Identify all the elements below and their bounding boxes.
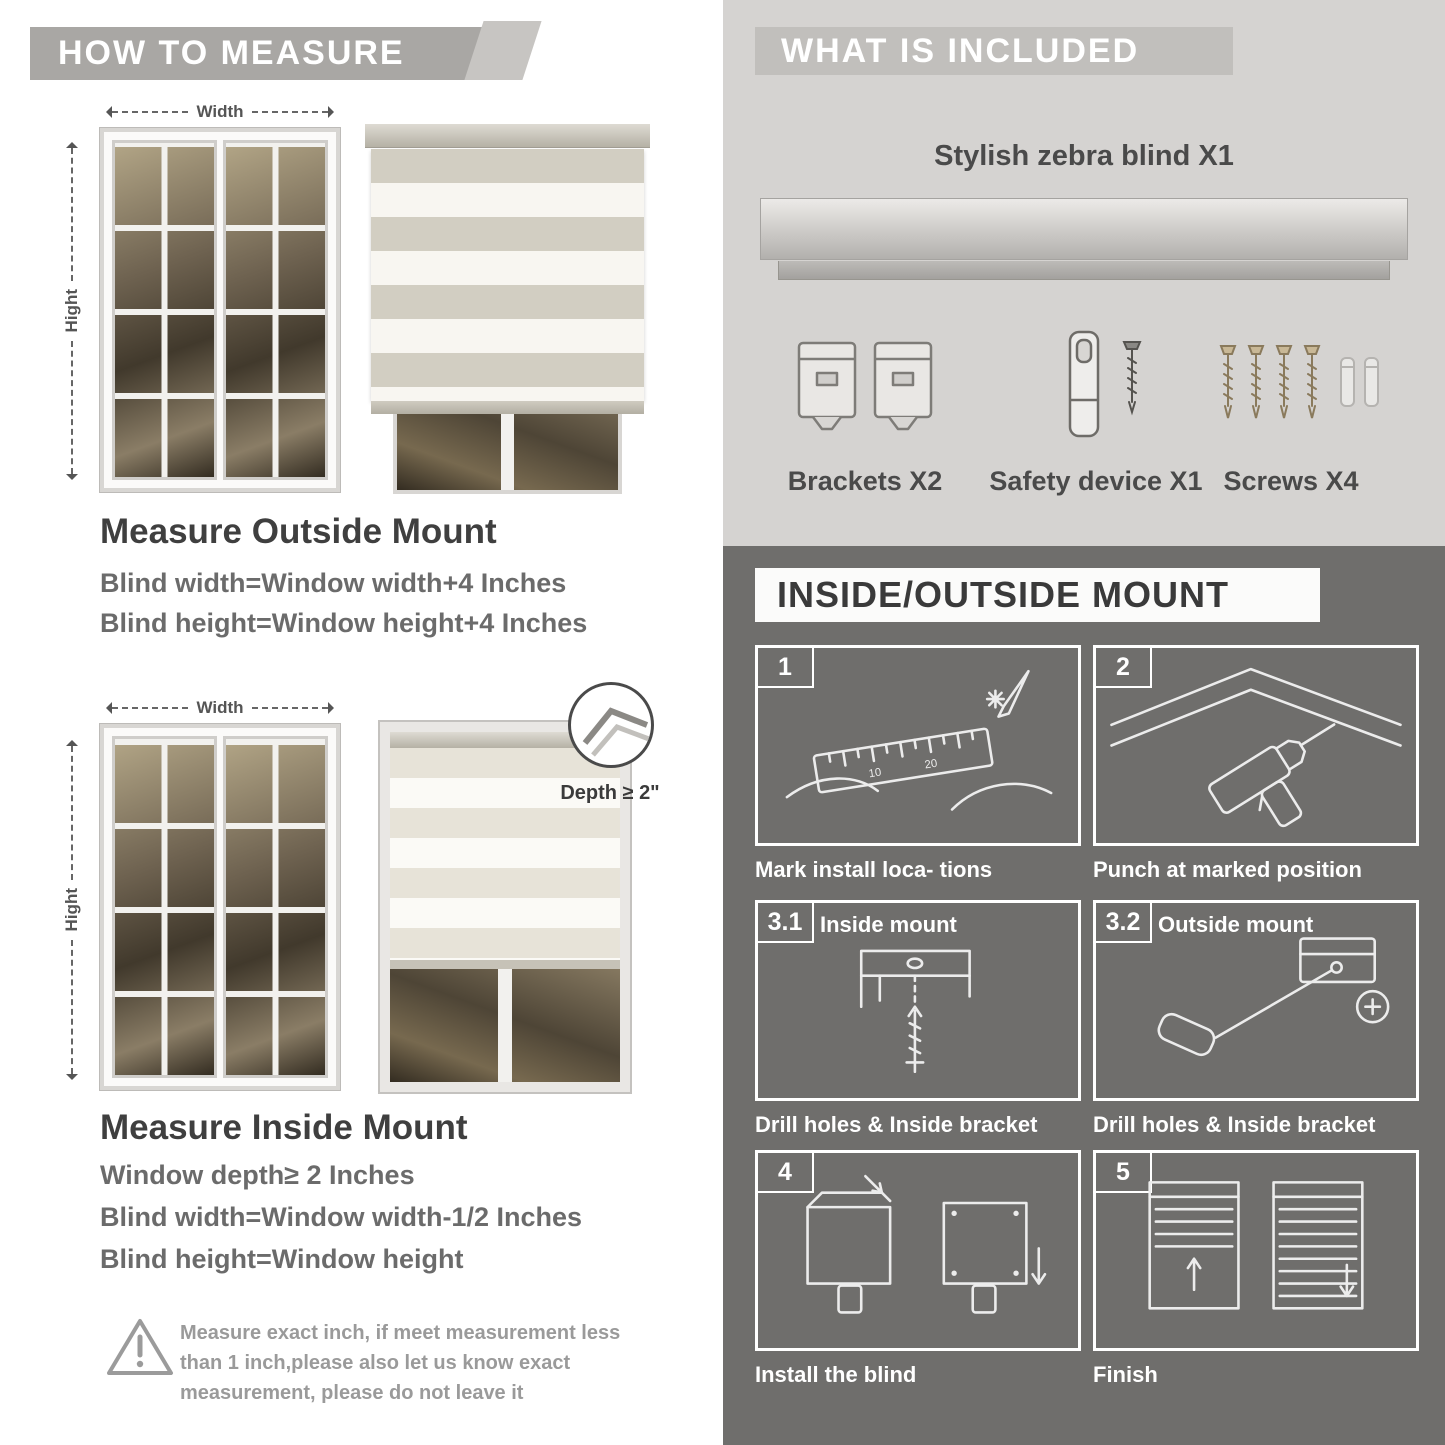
width-arrow-inside: Width: [100, 698, 340, 718]
drill-illustration: [1110, 667, 1402, 828]
depth-label: Depth ≥ 2": [560, 782, 660, 804]
step-3-1-caption: Drill holes & Inside bracket: [755, 1112, 1038, 1137]
install-blind-illustration: [806, 1174, 1047, 1314]
window-sash: [223, 736, 328, 1078]
inside-bracket-illustration: [859, 949, 971, 1074]
outside-bracket-illustration: [1157, 937, 1390, 1057]
what-is-included-title: WHAT IS INCLUDED: [781, 31, 1140, 70]
zebra-blind-cassette-illustration: [760, 198, 1408, 260]
brackets-label: Brackets X2: [787, 466, 943, 496]
arrow-left-icon: [100, 106, 112, 118]
arrow-right-icon: [328, 702, 340, 714]
height-label: Hight: [62, 888, 81, 932]
inside-spec-width: Blind width=Window width-1/2 Inches: [100, 1202, 583, 1232]
step-3-2: 3.2 Outside mount Drill holes & Inside b…: [1093, 900, 1419, 1138]
zebra-blind-inside-illustration: [380, 722, 630, 1092]
window-frame: [380, 722, 630, 1092]
zebra-blind-outside-illustration: [365, 124, 650, 494]
step-2-box: 2: [1093, 645, 1419, 846]
arrow-left-icon: [100, 702, 112, 714]
how-to-measure-header: HOW TO MEASURE: [30, 27, 502, 80]
step-4: 4 Install the blind: [755, 1150, 1081, 1388]
height-arrow-outside: Hight: [62, 136, 82, 486]
step-5-box: 5: [1093, 1150, 1419, 1351]
step-2: 2 Punch at marked position: [1093, 645, 1419, 883]
step-title: Inside mount: [820, 912, 957, 937]
step-5-caption: Finish: [1093, 1362, 1158, 1387]
product-name: Stylish zebra blind X1: [934, 140, 1234, 172]
step-5: 5 Finish: [1093, 1150, 1419, 1388]
blind-cassette: [390, 732, 620, 748]
blind-stripes: [371, 149, 644, 401]
blind-cassette: [365, 124, 650, 148]
inside-mount-title: Measure Inside Mount: [100, 1108, 468, 1147]
outside-mount-title: Measure Outside Mount: [100, 512, 497, 551]
arrow-right-icon: [328, 106, 340, 118]
warning-text: Measure exact inch, if meet measurement …: [180, 1322, 621, 1404]
step-4-caption: Install the blind: [755, 1362, 917, 1387]
safety-device-icon: [1068, 330, 1142, 438]
width-arrow-outside: Width: [100, 102, 340, 122]
brackets-icon: [797, 341, 933, 431]
arrow-down-icon: [66, 474, 78, 486]
step-1: 1 10 20 Mark install loca- tions: [755, 645, 1081, 883]
arrow-down-icon: [66, 1074, 78, 1086]
step-number: 5: [1096, 1153, 1152, 1193]
warning-icon: [107, 1319, 173, 1375]
frame-corner-detail-icon: [582, 707, 650, 757]
step-title: Outside mount: [1158, 912, 1314, 937]
step-number: 3.2: [1096, 903, 1152, 943]
step-number: 2: [1096, 648, 1152, 688]
step-number: 4: [758, 1153, 814, 1193]
blind-bottom-rail: [371, 401, 644, 414]
safety-device-label: Safety device X1: [989, 466, 1203, 496]
step-number: 1: [758, 648, 814, 688]
mount-header: INSIDE/OUTSIDE MOUNT: [755, 568, 1320, 622]
arrow-up-icon: [66, 136, 78, 148]
window-sash: [112, 736, 217, 1078]
mark-location-illustration: 10 20: [785, 669, 1053, 811]
window-behind-blind: [390, 969, 620, 1082]
step-3-1-box: 3.1 Inside mount: [755, 900, 1081, 1101]
blind-stripes: [390, 748, 620, 960]
width-label: Width: [196, 698, 244, 717]
window-illustration-outside: [100, 128, 340, 492]
step-3-1: 3.1 Inside mount Drill holes & Inside br…: [755, 900, 1081, 1138]
depth-callout-circle: [568, 682, 654, 768]
what-is-included-header: WHAT IS INCLUDED: [755, 27, 1233, 75]
step-4-box: 4: [755, 1150, 1081, 1351]
arrow-up-icon: [66, 734, 78, 746]
step-3-2-box: 3.2 Outside mount: [1093, 900, 1419, 1101]
screws-icon: [1219, 345, 1379, 419]
step-3-2-caption: Drill holes & Inside bracket: [1093, 1112, 1376, 1137]
width-label: Width: [196, 102, 244, 121]
svg-text:10: 10: [868, 766, 882, 780]
inside-spec-depth: Window depth≥ 2 Inches: [100, 1160, 415, 1190]
screws-label: Screws X4: [1223, 466, 1359, 496]
step-number: 3.1: [758, 903, 814, 943]
height-label: Hight: [62, 289, 81, 333]
step-1-box: 1 10 20: [755, 645, 1081, 846]
zebra-blind-cassette-lip: [778, 261, 1390, 280]
window-sash: [223, 140, 328, 480]
step-2-caption: Punch at marked position: [1093, 857, 1362, 882]
window-illustration-inside: [100, 724, 340, 1090]
step-1-caption: Mark install loca- tions: [755, 857, 993, 882]
inside-spec-height: Blind height=Window height: [100, 1244, 464, 1274]
mount-title: INSIDE/OUTSIDE MOUNT: [777, 574, 1230, 615]
outside-spec-width: Blind width=Window width+4 Inches: [100, 568, 567, 598]
outside-spec-height: Blind height=Window height+4 Inches: [100, 608, 588, 638]
blind-bottom-rail: [390, 960, 620, 969]
finish-illustration: [1148, 1181, 1364, 1310]
window-sash: [112, 140, 217, 480]
height-arrow-inside: Hight: [62, 734, 82, 1086]
svg-text:20: 20: [924, 758, 938, 772]
how-to-measure-title: HOW TO MEASURE: [58, 34, 405, 72]
